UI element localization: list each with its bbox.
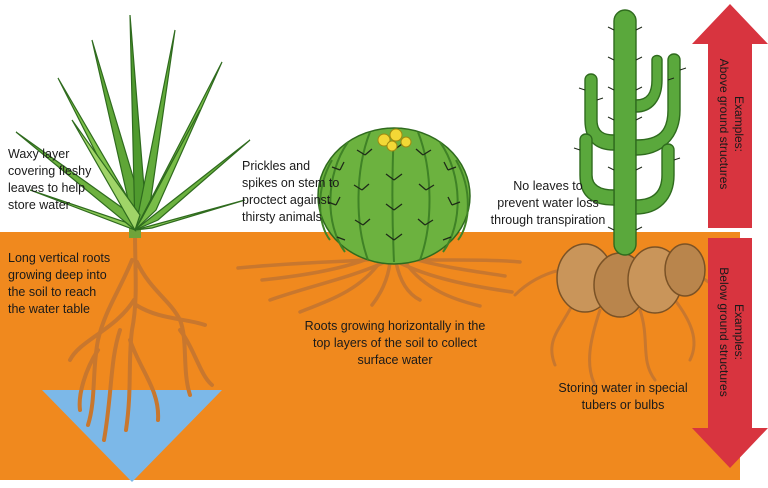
label-aloe-leaves: Waxy layer covering fleshy leaves to hel… [8, 147, 92, 212]
label-tubers: Storing water in special tubers or bulbs [558, 381, 688, 412]
label-cactus-leaves: No leaves to prevent water loss through … [490, 179, 606, 227]
label-above-ground: Examples: Above ground structures [717, 58, 746, 190]
aloe-leaves [15, 14, 251, 232]
arrow-down [692, 238, 768, 468]
barrel-roots [236, 256, 522, 314]
label-aloe-roots: Long vertical roots growing deep into th… [8, 251, 111, 316]
vertical-double-arrow [692, 4, 768, 468]
label-barrel-roots: Roots growing horizontally in the top la… [304, 319, 486, 367]
aloe-plant [15, 14, 251, 442]
cactus-spines [573, 26, 687, 231]
barrel-body [317, 127, 471, 265]
water-table [42, 390, 222, 482]
arrow-up [692, 4, 768, 228]
barrel-flowers [377, 128, 412, 152]
columnar-cactus [513, 9, 722, 387]
tubers [556, 243, 706, 318]
aloe-roots [68, 230, 214, 442]
barrel-cactus [236, 127, 522, 314]
label-below-ground: Examples: Below ground structures [717, 267, 746, 397]
barrel-spines [327, 141, 461, 241]
label-barrel-prickles: Prickles and spikes on stem to proctect … [242, 159, 340, 224]
tuber-roots [513, 268, 722, 387]
